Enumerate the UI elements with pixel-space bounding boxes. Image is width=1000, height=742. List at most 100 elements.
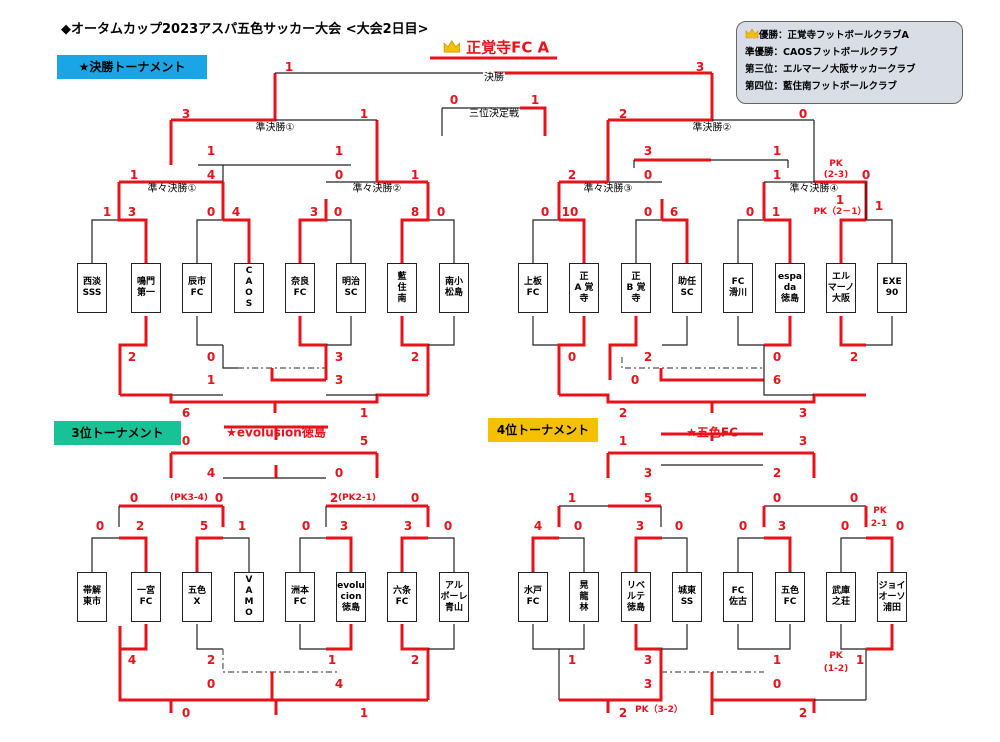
bracket-line: [120, 393, 277, 413]
team-name-line: FC: [526, 597, 540, 607]
team-name-line: 南小: [444, 277, 463, 287]
bracket-line: [659, 368, 764, 382]
penalty-label: (PK2-1): [337, 493, 377, 503]
team-name-line: 第一: [136, 288, 155, 298]
team-name-line: FC: [731, 586, 745, 596]
score: 0: [772, 350, 782, 364]
team-name-line: A: [245, 586, 253, 596]
team-name-line: da: [783, 282, 797, 293]
team-name-line: X: [193, 597, 201, 607]
score: 1: [855, 653, 865, 667]
bracket-line: [298, 199, 328, 263]
score: 0: [772, 677, 782, 691]
team-box: 晃龍林: [569, 572, 599, 622]
score: 1: [772, 144, 782, 158]
bracket-line: [762, 182, 792, 263]
bracket-line: [866, 316, 893, 346]
round-label-semifinal-1: 準決勝①: [254, 122, 296, 134]
score: 3: [127, 205, 137, 219]
bracket-line: [299, 537, 326, 572]
team-name-line: M: [244, 597, 254, 607]
team-name-line: 住: [397, 282, 407, 293]
team-box: 鳴門第一: [131, 263, 161, 313]
team-name-line: FC: [293, 597, 307, 607]
bracket-line: [661, 624, 688, 650]
team-name-line: 東市: [82, 597, 101, 607]
bracket-line: [532, 624, 560, 700]
section-third-place-tournament: 3位トーナメント: [54, 421, 181, 445]
legend-row-third: 第三位：エルマーノ大阪サッカークラブ: [745, 64, 916, 75]
fourth-tournament-winner: ★五色FC: [686, 425, 738, 440]
bracket-line: [428, 537, 455, 572]
score: 1: [567, 491, 577, 505]
score: 0: [772, 491, 782, 505]
penalty-label: PK: [829, 159, 843, 169]
team-box: アルボーレ青山: [439, 572, 469, 622]
bracket-line: [763, 345, 814, 396]
score: 3: [643, 144, 653, 158]
score: 3: [777, 519, 787, 533]
bracket-line: [400, 624, 430, 700]
bracket-line: [118, 649, 173, 713]
bracket-line: [662, 316, 688, 346]
score: 0: [129, 491, 139, 505]
bracket-line: [557, 182, 586, 263]
bracket-line: [737, 219, 764, 263]
score: 3: [643, 466, 653, 480]
bracket-line: [608, 316, 638, 380]
results-legend: 優勝：正覚寺フットボールクラブA 準優勝：CAOSフットボールクラブ 第三位：エ…: [736, 21, 963, 104]
score: 0: [643, 168, 653, 182]
team-name-line: 五色: [187, 586, 206, 596]
score: 1: [530, 93, 540, 107]
score: 1: [327, 653, 337, 667]
team-name-line: 晃: [579, 580, 589, 591]
score: 1: [874, 199, 884, 213]
bracket-line: [195, 536, 223, 572]
bracket-line: [634, 536, 662, 572]
score: 3: [334, 373, 344, 387]
team-name-line: 武庫: [831, 586, 850, 596]
score: 5: [643, 491, 653, 505]
score: 2: [567, 168, 577, 182]
bracket-line: [532, 316, 559, 346]
score: 1: [835, 193, 845, 207]
score: 4: [206, 168, 216, 182]
score: 0: [573, 519, 583, 533]
bracket-line: [559, 624, 585, 650]
bracket-line: [401, 219, 428, 263]
team-name-line: 松島: [444, 288, 463, 298]
bracket-line: [662, 537, 688, 572]
legend-value-2: CAOSフットボールクラブ: [783, 47, 898, 58]
score: 1: [772, 168, 782, 182]
score: 0: [738, 519, 748, 533]
score: 5: [359, 434, 369, 448]
score: 3: [695, 60, 705, 74]
score: 0: [630, 373, 640, 387]
bracket-line: [559, 537, 585, 572]
score: 1: [206, 373, 216, 387]
team-name-line: 浦田: [882, 602, 901, 613]
team-name-line: 上板: [523, 277, 542, 287]
bracket-line: [326, 219, 352, 263]
score: 1: [206, 144, 216, 158]
bracket-line: [428, 624, 455, 650]
team-name-line: 青山: [444, 602, 463, 613]
score: 0: [674, 519, 684, 533]
score: 3: [635, 519, 645, 533]
score: 2: [329, 491, 339, 505]
penalty-label: (PK3-4): [169, 493, 209, 503]
team-name-line: A: [245, 277, 253, 287]
team-name-line: 90: [885, 288, 899, 298]
team-box: 藍住南: [387, 263, 417, 313]
score: 0: [301, 519, 311, 533]
score: 2: [206, 653, 216, 667]
